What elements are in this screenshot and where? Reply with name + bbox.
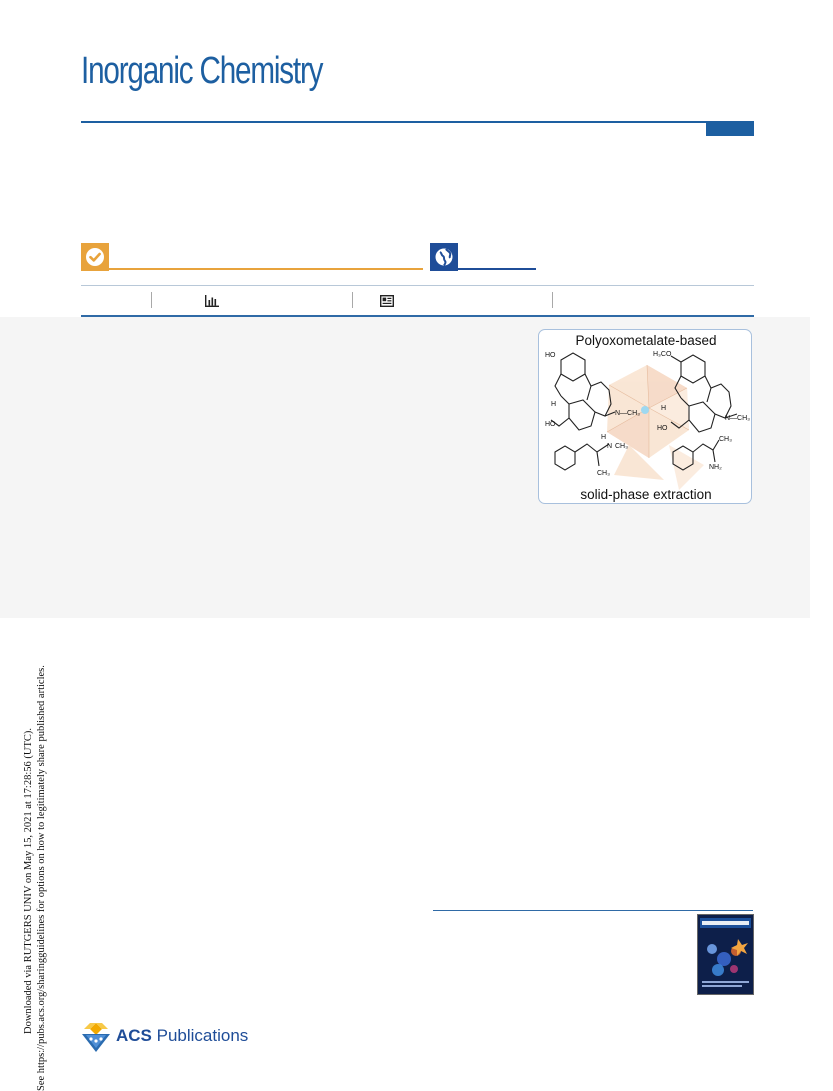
label-ch3-right: CH₃ (719, 436, 732, 443)
article-icon[interactable] (379, 294, 395, 312)
header-rule (81, 121, 754, 123)
label-ho-right: HO (657, 425, 668, 432)
journal-cover-art (698, 915, 753, 994)
toc-graphic[interactable]: Polyoxometalate-based solid-phase extrac… (538, 329, 752, 504)
label-n-h: H (601, 434, 606, 441)
publisher-name[interactable]: ACS Publications (116, 1026, 248, 1046)
toc-graphic-art: Polyoxometalate-based solid-phase extrac… (545, 333, 750, 502)
article-info-rule (433, 910, 753, 911)
label-h-right: H (661, 405, 666, 412)
metrics-bottom-rule (81, 315, 754, 317)
bar-chart-icon[interactable] (205, 294, 219, 312)
label-h3co: H₃CO (653, 351, 672, 358)
label-ho-top: HO (545, 352, 556, 359)
globe-underline (458, 268, 536, 270)
publisher-name-rest: Publications (151, 1026, 249, 1045)
label-ch3-bottom: CH₃ (597, 470, 610, 477)
acs-logo-icon[interactable] (80, 1022, 112, 1059)
download-note: Downloaded via RUTGERS UNIV on May 15, 2… (22, 665, 48, 1091)
globe-icon (435, 248, 453, 266)
check-circle-icon (86, 248, 104, 266)
header-tab (706, 123, 754, 136)
download-note-line1: Downloaded via RUTGERS UNIV on May 15, 2… (23, 727, 34, 1035)
metrics-separator (151, 292, 152, 308)
metrics-separator (352, 292, 353, 308)
metrics-separator (552, 292, 553, 308)
toc-graphic-title: Polyoxometalate-based (575, 333, 716, 348)
label-h-left: H (551, 401, 556, 408)
label-n-atom: N (607, 443, 612, 450)
label-n-ch3-right: N—CH₃ (725, 415, 750, 422)
open-access-underline (109, 268, 423, 270)
globe-badge[interactable] (430, 243, 458, 271)
label-ho-left: HO (545, 421, 556, 428)
journal-title[interactable]: Inorganic Chemistry (81, 50, 324, 92)
download-note-line2: See https://pubs.acs.org/sharingguidelin… (36, 665, 47, 1091)
metrics-top-rule (81, 285, 754, 286)
label-ch3-mid: CH₃ (615, 443, 628, 450)
journal-cover-image[interactable] (697, 914, 754, 995)
publisher-name-bold: ACS (116, 1026, 152, 1045)
toc-graphic-caption: solid-phase extraction (580, 487, 711, 502)
label-n-ch3-left: N—CH₃ (615, 410, 640, 417)
open-access-badge[interactable] (81, 243, 109, 271)
label-nh2: NH₂ (709, 464, 722, 471)
